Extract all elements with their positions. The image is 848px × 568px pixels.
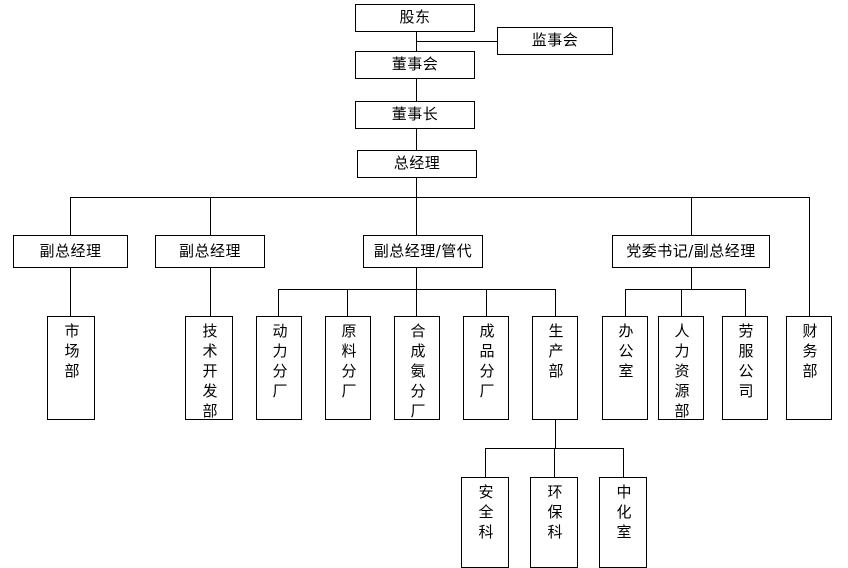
org-node-deputy-gm-mr[interactable]: 副总经理/管代 — [363, 235, 483, 268]
connector-party-sec-drop — [691, 268, 692, 289]
connector-mr-bus-to-ammonia — [416, 289, 417, 316]
org-node-label-product-plant: 成品分厂 — [477, 323, 496, 403]
connector-party-bus-to-labor — [745, 289, 746, 316]
connector-deputy-gm-2-drop — [210, 268, 211, 316]
org-node-label-environment-section: 环保科 — [545, 484, 564, 544]
org-node-label-deputy-gm-mr: 副总经理/管代 — [373, 241, 473, 260]
org-node-party-sec-deputy[interactable]: 党委书记/副总经理 — [612, 235, 770, 268]
org-node-label-tech-dev-dept: 技术开发部 — [200, 323, 219, 423]
org-node-power-plant[interactable]: 动力分厂 — [256, 316, 302, 420]
connector-party-bus-to-office — [625, 289, 626, 316]
org-node-label-production-dept: 生产部 — [546, 323, 565, 383]
org-node-label-safety-section: 安全科 — [476, 484, 495, 544]
org-node-deputy-gm-1[interactable]: 副总经理 — [13, 235, 128, 268]
org-node-general-manager[interactable]: 总经理 — [357, 150, 477, 178]
org-node-label-supervisory-board: 监事会 — [531, 31, 579, 50]
org-node-ammonia-plant[interactable]: 合成氨分厂 — [394, 316, 440, 423]
connector-supervisory-link — [416, 41, 497, 42]
org-node-label-hr-dept: 人力资源部 — [672, 323, 691, 423]
org-node-label-shareholders: 股东 — [399, 8, 431, 27]
connector-chairman-to-gm — [416, 129, 417, 150]
connector-bus-to-deputy-gm-2 — [210, 197, 211, 235]
org-node-label-office: 办公室 — [616, 323, 635, 383]
org-node-hr-dept[interactable]: 人力资源部 — [658, 316, 704, 423]
connector-level4-bus — [70, 197, 809, 198]
org-node-label-marketing-dept: 市场部 — [62, 323, 81, 383]
org-node-chem-lab[interactable]: 中化室 — [599, 477, 647, 568]
org-node-label-ammonia-plant: 合成氨分厂 — [408, 323, 427, 423]
org-node-product-plant[interactable]: 成品分厂 — [463, 316, 509, 420]
org-node-label-general-manager: 总经理 — [393, 154, 441, 173]
connector-prod-bus-to-environment — [554, 448, 555, 477]
org-node-label-labor-service-co: 劳服公司 — [736, 323, 755, 403]
connector-deputy-gm-1-drop — [70, 268, 71, 316]
org-node-label-deputy-gm-1: 副总经理 — [39, 241, 102, 260]
org-node-label-chem-lab: 中化室 — [614, 484, 633, 544]
connector-prod-bus-to-safety — [485, 448, 486, 477]
org-node-deputy-gm-2[interactable]: 副总经理 — [155, 235, 265, 268]
org-node-office[interactable]: 办公室 — [602, 316, 648, 420]
connector-bus-to-deputy-gm-1 — [70, 197, 71, 235]
org-node-marketing-dept[interactable]: 市场部 — [47, 316, 95, 420]
org-node-label-board-directors: 董事会 — [391, 55, 439, 74]
connector-party-bus-to-hr — [681, 289, 682, 316]
org-node-safety-section[interactable]: 安全科 — [461, 477, 509, 568]
org-node-production-dept[interactable]: 生产部 — [532, 316, 578, 420]
connector-mr-group-bus — [278, 289, 556, 290]
org-node-finance-dept[interactable]: 财务部 — [786, 316, 832, 420]
org-node-label-power-plant: 动力分厂 — [270, 323, 289, 403]
connector-board-to-chairman — [416, 79, 417, 101]
org-node-environment-section[interactable]: 环保科 — [530, 477, 578, 568]
connector-party-group-bus — [625, 289, 745, 290]
connector-mr-bus-to-material — [347, 289, 348, 316]
connector-bus-to-deputy-gm-mr — [416, 197, 417, 235]
connector-bus-to-finance — [809, 197, 810, 316]
org-node-label-chairman: 董事长 — [391, 105, 439, 124]
connector-gm-to-bus — [416, 178, 417, 197]
org-node-label-party-sec-deputy: 党委书记/副总经理 — [626, 241, 756, 260]
org-node-labor-service-co[interactable]: 劳服公司 — [722, 316, 768, 420]
org-node-material-plant[interactable]: 原料分厂 — [325, 316, 371, 420]
org-node-label-finance-dept: 财务部 — [800, 323, 819, 383]
connector-production-drop — [555, 420, 556, 448]
org-node-board-directors[interactable]: 董事会 — [355, 51, 475, 79]
connector-mr-bus-to-production — [555, 289, 556, 316]
org-node-tech-dev-dept[interactable]: 技术开发部 — [185, 316, 233, 423]
org-node-label-material-plant: 原料分厂 — [339, 323, 358, 403]
org-node-label-deputy-gm-2: 副总经理 — [178, 241, 241, 260]
org-node-supervisory-board[interactable]: 监事会 — [497, 27, 613, 55]
connector-mr-bus-to-product — [486, 289, 487, 316]
connector-deputy-gm-mr-drop — [416, 268, 417, 289]
org-node-shareholders[interactable]: 股东 — [355, 4, 475, 32]
connector-prod-bus-to-chemlab — [623, 448, 624, 477]
connector-mr-bus-to-power — [278, 289, 279, 316]
connector-bus-to-party-sec — [691, 197, 692, 235]
org-node-chairman[interactable]: 董事长 — [355, 101, 475, 129]
